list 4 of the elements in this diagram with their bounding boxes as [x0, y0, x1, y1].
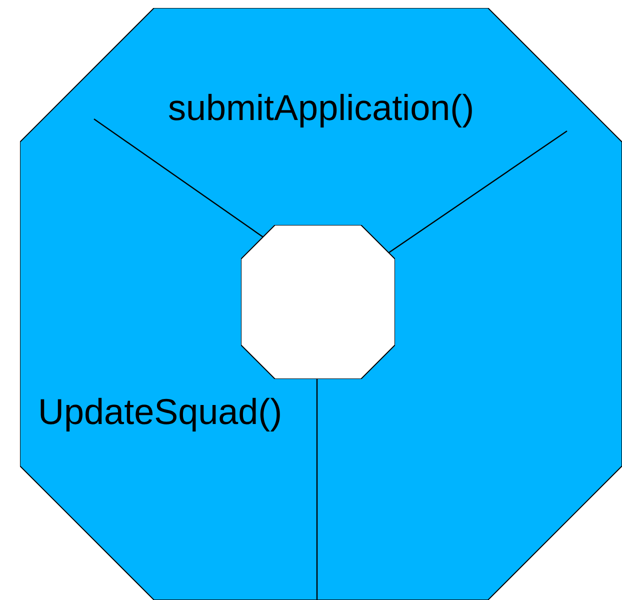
octagon-shape — [20, 8, 622, 600]
method-label: submitApplication() — [168, 90, 474, 126]
octagon-shape — [241, 225, 395, 379]
method-label: UpdateSquad() — [38, 394, 282, 430]
